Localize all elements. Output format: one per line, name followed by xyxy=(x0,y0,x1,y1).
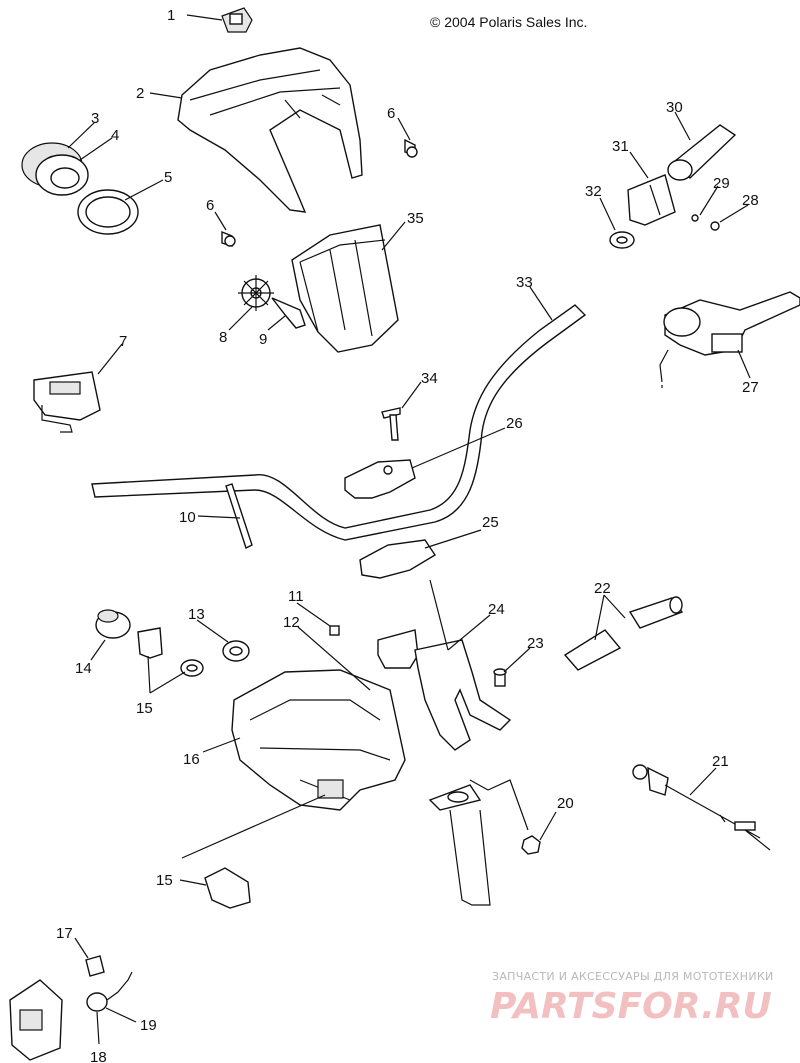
callout-19: 19 xyxy=(140,1017,157,1034)
part-17-fitting xyxy=(85,955,105,977)
callout-16: 16 xyxy=(183,751,200,768)
callout-32: 32 xyxy=(585,183,602,200)
part-31-throttle-housing xyxy=(627,174,676,226)
callout-23: 23 xyxy=(527,635,544,652)
part-18-19-sensor xyxy=(9,971,133,1061)
callout-5: 5 xyxy=(164,169,172,186)
callout-17: 17 xyxy=(56,925,73,942)
part-28-screw xyxy=(710,221,720,231)
callout-18: 18 xyxy=(90,1049,107,1063)
callout-31: 31 xyxy=(612,138,629,155)
part-11-nut xyxy=(329,625,340,636)
callout-21: 21 xyxy=(712,753,729,770)
part-34-bolt xyxy=(381,407,401,441)
part-1-switch xyxy=(221,7,253,33)
callout-1: 1 xyxy=(167,7,175,24)
callout-27: 27 xyxy=(742,379,759,396)
callout-3: 3 xyxy=(91,110,99,127)
part-26-upper-clamp xyxy=(344,459,416,499)
callout-12: 12 xyxy=(283,614,300,631)
parts-3-4-5-gauge-rings xyxy=(21,142,139,235)
callout-33: 33 xyxy=(516,274,533,291)
part-30-grip xyxy=(667,124,737,181)
callout-10: 10 xyxy=(179,509,196,526)
callout-6-upper: 6 xyxy=(387,105,395,122)
part-16-lower-console xyxy=(231,669,406,811)
callout-9: 9 xyxy=(259,331,267,348)
part-25-lower-clamp xyxy=(359,539,436,579)
callout-15-lower: 15 xyxy=(156,872,173,889)
part-21-throttle-cable xyxy=(632,764,771,851)
part-22-grips xyxy=(563,596,684,671)
callout-13: 13 xyxy=(188,606,205,623)
part-20-nut xyxy=(521,835,541,855)
callout-4: 4 xyxy=(111,127,119,144)
part-27-brake-lever xyxy=(659,291,800,388)
part-29-screw xyxy=(691,214,699,222)
part-6-screw-upper xyxy=(404,138,418,158)
callout-24: 24 xyxy=(488,601,505,618)
part-35-headlight-housing xyxy=(291,224,399,353)
leader-lines xyxy=(67,14,751,1045)
part-2-pod-cover xyxy=(177,47,363,213)
part-23-bolt xyxy=(493,668,507,687)
callout-labels: 1 2 3 4 5 6 6 7 8 9 10 11 12 13 14 15 15… xyxy=(56,7,759,1063)
callout-22: 22 xyxy=(594,580,611,597)
callout-34: 34 xyxy=(421,370,438,387)
part-15-bracket-and-ring xyxy=(137,627,204,677)
callout-20: 20 xyxy=(557,795,574,812)
callout-8: 8 xyxy=(219,329,227,346)
callout-25: 25 xyxy=(482,514,499,531)
callout-2: 2 xyxy=(136,85,144,102)
callout-30: 30 xyxy=(666,99,683,116)
part-8-gear xyxy=(238,275,274,311)
part-7-meter xyxy=(33,371,101,433)
watermark-tagline: ЗАПЧАСТИ И АКСЕССУАРЫ ДЛЯ МОТОТЕХНИКИ xyxy=(492,970,774,983)
callout-7: 7 xyxy=(119,333,127,350)
callout-35: 35 xyxy=(407,210,424,227)
callout-15-upper: 15 xyxy=(136,700,153,717)
callout-28: 28 xyxy=(742,192,759,209)
part-10-cable-tie xyxy=(225,483,253,549)
part-14-indicator xyxy=(95,609,131,639)
callout-11: 11 xyxy=(288,588,304,605)
callout-26: 26 xyxy=(506,415,523,432)
part-13-grommet xyxy=(222,640,250,662)
part-9-shaft xyxy=(271,297,306,329)
callout-6-lower: 6 xyxy=(206,197,214,214)
part-6-screw-lower xyxy=(221,230,236,247)
callout-14: 14 xyxy=(75,660,92,677)
callout-29: 29 xyxy=(713,175,730,192)
part-24-steering-bracket xyxy=(377,579,512,751)
part-32-bushing xyxy=(609,231,635,249)
copyright-text: © 2004 Polaris Sales Inc. xyxy=(430,14,587,30)
part-15-lower-switch xyxy=(181,794,326,909)
part-33-handlebar xyxy=(91,304,587,541)
watermark: ЗАПЧАСТИ И АКСЕССУАРЫ ДЛЯ МОТОТЕХНИКИ PA… xyxy=(490,970,774,1027)
steering-column xyxy=(428,779,529,906)
watermark-site: PARTSFOR.RU xyxy=(490,986,772,1027)
